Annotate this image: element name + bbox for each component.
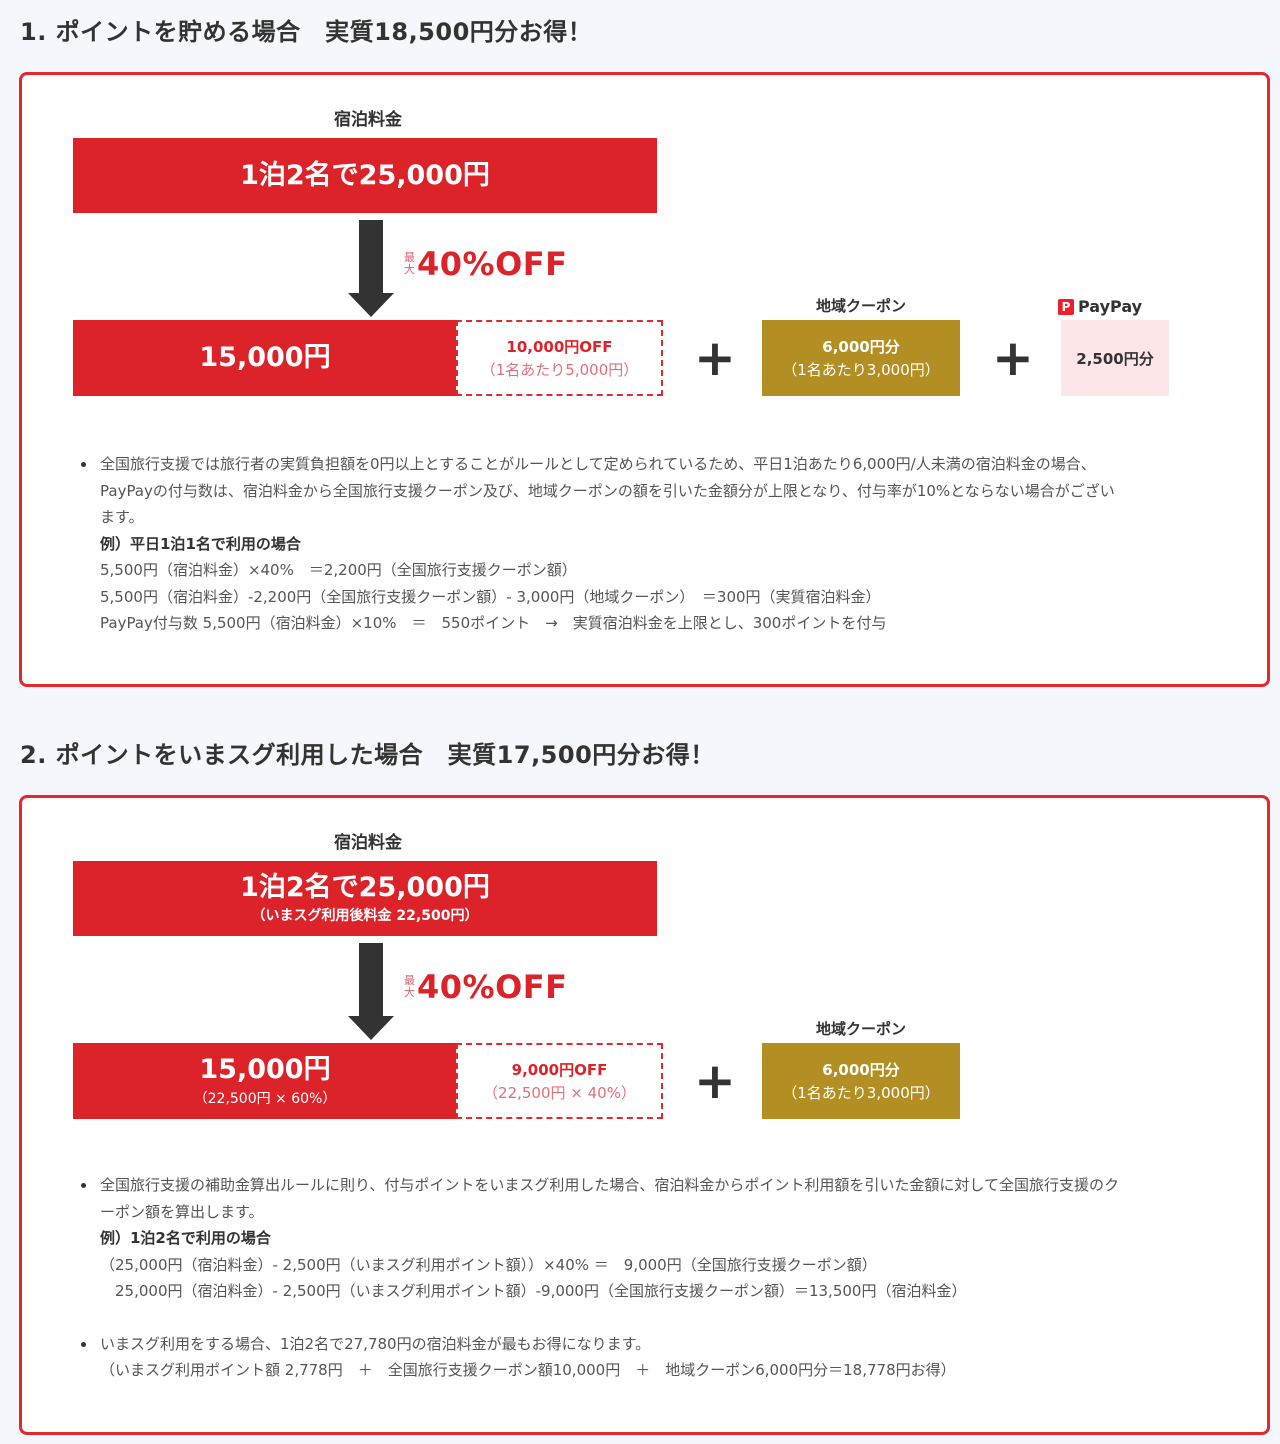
section-2-card: 宿泊料金 1泊2名で25,000円 （いまスグ利用後料金 22,500円） 最大… [19,795,1270,1435]
paypay-label: P PayPay [1058,297,1142,316]
example-line: 25,000円（宿泊料金）- 2,500円（いまスグ利用ポイント額）-9,000… [100,1282,967,1300]
discounted-price-bar: 15,000円 （22,500円 × 60%） [73,1043,457,1119]
paypay-logo-icon: P [1058,298,1074,315]
down-arrow-icon [348,220,394,318]
plus-icon: + [992,329,1034,387]
note-item: いまスグ利用をする場合、1泊2名で27,780円の宿泊料金が最もお得になります。… [78,1331,1228,1384]
notes-section-2: 全国旅行支援の補助金算出ルールに則り、付与ポイントをいまスグ利用した場合、宿泊料… [78,1172,1228,1384]
price-label: 宿泊料金 [334,833,402,853]
discount-percent: 40%OFF [417,968,568,1006]
original-price-sub: （いまスグ利用後料金 22,500円） [251,908,479,925]
original-price: 1泊2名で25,000円 [240,871,490,903]
discount-detail: （22,500円 × 40%） [483,1084,636,1102]
paypay-box: 2,500円分 [1061,320,1169,396]
plus-icon: + [694,329,736,387]
example-line: （25,000円（宿泊料金）- 2,500円（いまスグ利用ポイント額））×40%… [100,1255,877,1274]
example-title: 例）平日1泊1名で利用の場合 [100,534,301,553]
original-price: 1泊2名で25,000円 [240,159,490,191]
regional-coupon-box: 6,000円分 （1名あたり3,000円） [762,1043,960,1119]
down-arrow-icon [348,943,394,1041]
original-price-bar: 1泊2名で25,000円 （いまスグ利用後料金 22,500円） [73,861,657,936]
discount-percent: 40%OFF [417,245,568,283]
section-1-title: 1. ポイントを貯める場合 実質18,500円分お得！ [20,18,593,46]
discount-label: 最大 40%OFF [404,968,568,1006]
regional-coupon-amount: 6,000円分 [822,1061,900,1079]
notes-section-1: 全国旅行支援では旅行者の実質負担額を0円以上とすることがルールとして定められてい… [78,451,1228,637]
plus-icon: + [694,1052,736,1110]
discount-label: 最大 40%OFF [404,245,568,283]
regional-coupon-label: 地域クーポン [815,1020,906,1038]
regional-coupon-box: 6,000円分 （1名あたり3,000円） [762,320,960,396]
regional-coupon-label: 地域クーポン [815,297,906,315]
discounted-price-bar: 15,000円 [73,320,457,396]
discount-amount: 10,000円OFF [506,338,613,356]
discounted-price: 15,000円 [199,342,331,374]
discount-amount-box: 9,000円OFF （22,500円 × 40%） [456,1043,663,1119]
discount-detail: （1名あたり5,000円） [480,361,639,379]
discounted-price-detail: （22,500円 × 60%） [193,1090,337,1107]
section-2-title: 2. ポイントをいまスグ利用した場合 実質17,500円分お得！ [20,741,715,769]
note-item: 全国旅行支援の補助金算出ルールに則り、付与ポイントをいまスグ利用した場合、宿泊料… [78,1172,1228,1305]
discount-amount-box: 10,000円OFF （1名あたり5,000円） [456,320,663,396]
regional-coupon-detail: （1名あたり3,000円） [782,361,940,379]
paypay-text: PayPay [1078,297,1143,316]
price-label: 宿泊料金 [334,110,402,130]
example-title: 例）1泊2名で利用の場合 [100,1229,271,1247]
discount-max-label: 最大 [404,250,415,276]
regional-coupon-amount: 6,000円分 [822,338,900,356]
section-1-card: 宿泊料金 1泊2名で25,000円 最大 40%OFF 15,000円 10,0… [19,72,1270,687]
discounted-price: 15,000円 [199,1054,331,1086]
discount-amount: 9,000円OFF [511,1061,608,1079]
example-line: 5,500円（宿泊料金）×40% ＝2,200円（全国旅行支援クーポン額） [100,561,577,579]
regional-coupon-detail: （1名あたり3,000円） [782,1084,940,1102]
paypay-amount: 2,500円分 [1076,349,1154,368]
original-price-bar: 1泊2名で25,000円 [73,138,657,213]
note-item: 全国旅行支援では旅行者の実質負担額を0円以上とすることがルールとして定められてい… [78,451,1228,637]
example-line: 5,500円（宿泊料金）-2,200円（全国旅行支援クーポン額）- 3,000円… [100,587,881,606]
discount-max-label: 最大 [404,973,415,999]
example-line: PayPay付与数 5,500円（宿泊料金）×10% ＝ 550ポイント → 実… [100,614,887,632]
